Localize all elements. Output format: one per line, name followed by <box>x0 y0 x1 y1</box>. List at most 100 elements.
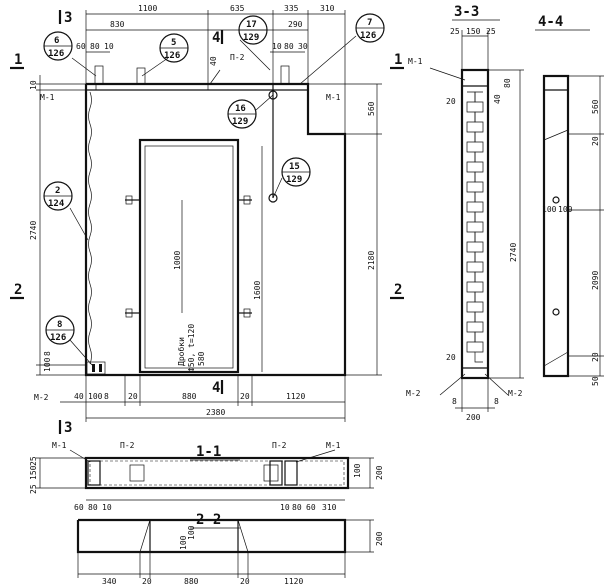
svg-text:60: 60 <box>74 503 84 512</box>
svg-text:20: 20 <box>128 392 138 401</box>
svg-text:200: 200 <box>375 531 384 546</box>
mark-m1-s11-right: М-1 <box>326 441 341 450</box>
svg-text:40: 40 <box>209 56 218 66</box>
svg-text:80: 80 <box>88 503 98 512</box>
svg-text:100: 100 <box>187 525 196 540</box>
svg-text:10: 10 <box>104 42 114 51</box>
svg-text:126: 126 <box>164 51 180 61</box>
svg-text:80: 80 <box>284 42 294 51</box>
title-4-4: 4-4 <box>538 14 563 30</box>
mark-m1-front-right: М-1 <box>326 93 341 102</box>
bubble-16 <box>227 99 257 129</box>
svg-text:10: 10 <box>102 503 112 512</box>
title-1-1: 1-1 <box>196 444 221 460</box>
svg-text:100: 100 <box>542 205 557 214</box>
svg-text:25: 25 <box>29 484 38 494</box>
svg-text:2740: 2740 <box>509 243 518 262</box>
svg-text:1120: 1120 <box>284 577 303 586</box>
cut-4-top: 4 <box>212 30 220 46</box>
mark-p2-s11-right: П-2 <box>272 441 287 450</box>
svg-text:8: 8 <box>452 397 457 406</box>
mark-m1-s11-left: М-1 <box>52 441 67 450</box>
svg-text:129: 129 <box>232 117 248 127</box>
svg-text:100: 100 <box>179 535 188 550</box>
total-width: 2380 <box>206 408 225 417</box>
svg-text:150: 150 <box>29 465 38 480</box>
title-3-3: 3-3 <box>454 4 479 20</box>
svg-text:126: 126 <box>360 31 376 41</box>
svg-text:20: 20 <box>240 392 250 401</box>
svg-text:10: 10 <box>29 80 38 90</box>
svg-text:200: 200 <box>466 413 481 422</box>
svg-text:2090: 2090 <box>591 271 600 290</box>
svg-text:40: 40 <box>493 94 502 104</box>
svg-text:126: 126 <box>50 333 66 343</box>
mark-m2-front: М-2 <box>34 393 49 402</box>
bubble-8 <box>45 315 75 345</box>
svg-text:100: 100 <box>558 205 573 214</box>
cut-3-top: 3 <box>64 10 72 26</box>
section-2-2 <box>76 518 374 578</box>
svg-text:20: 20 <box>446 353 456 362</box>
svg-text:129: 129 <box>243 33 259 43</box>
door-opening <box>138 138 240 374</box>
svg-text:150: 150 <box>466 27 481 36</box>
bubble-2 <box>43 181 73 211</box>
svg-text:1120: 1120 <box>286 392 305 401</box>
mark-m2-s33-right: М-2 <box>508 389 523 398</box>
cut-2-right: 2 <box>394 282 402 298</box>
svg-text:830: 830 <box>110 20 125 29</box>
svg-text:200: 200 <box>375 465 384 480</box>
svg-text:1600: 1600 <box>253 281 262 300</box>
svg-text:80: 80 <box>503 78 512 88</box>
svg-text:560: 560 <box>591 99 600 114</box>
svg-text:340: 340 <box>102 577 117 586</box>
cut-1-left: 1 <box>14 52 22 68</box>
svg-text:25: 25 <box>486 27 496 36</box>
svg-text:129: 129 <box>286 175 302 185</box>
svg-text:124: 124 <box>48 199 65 209</box>
svg-text:8: 8 <box>494 397 499 406</box>
bubble-15 <box>281 157 311 187</box>
mark-p2-front: П-2 <box>230 53 245 62</box>
svg-text:100: 100 <box>43 357 52 372</box>
svg-text:1000: 1000 <box>173 251 182 270</box>
cut-2-left: 2 <box>14 282 22 298</box>
svg-text:2: 2 <box>55 186 60 196</box>
rebar-zigzag <box>466 91 484 363</box>
svg-text:126: 126 <box>48 49 64 59</box>
cut-4-bottom: 4 <box>212 380 220 396</box>
svg-text:16: 16 <box>235 104 246 114</box>
svg-text:100: 100 <box>88 392 103 401</box>
wavy-edge <box>88 91 92 365</box>
section-1-1 <box>36 449 374 501</box>
svg-text:8: 8 <box>43 351 52 356</box>
bubble-5 <box>159 33 189 63</box>
svg-text:7: 7 <box>367 18 372 28</box>
svg-text:1100: 1100 <box>138 4 157 13</box>
svg-text:580: 580 <box>197 351 206 366</box>
svg-text:Ф50, t=120: Ф50, t=120 <box>187 324 196 372</box>
svg-text:20: 20 <box>142 577 152 586</box>
svg-text:310: 310 <box>320 4 335 13</box>
panel-outline <box>84 82 347 377</box>
svg-text:20: 20 <box>240 577 250 586</box>
svg-text:17: 17 <box>246 20 257 30</box>
svg-text:60: 60 <box>76 42 86 51</box>
mark-m1-front-left: М-1 <box>40 93 55 102</box>
svg-text:40: 40 <box>74 392 84 401</box>
bubble-7 <box>355 13 385 43</box>
svg-text:Дробки: Дробки <box>176 337 186 366</box>
svg-text:50: 50 <box>591 376 600 386</box>
mark-m2-s33-left: М-2 <box>406 389 421 398</box>
bubble-6 <box>43 31 73 61</box>
svg-text:8: 8 <box>57 320 62 330</box>
mark-p2-s11-left: П-2 <box>120 441 135 450</box>
svg-text:335: 335 <box>284 4 299 13</box>
svg-text:635: 635 <box>230 4 245 13</box>
svg-text:880: 880 <box>182 392 197 401</box>
svg-text:290: 290 <box>288 20 303 29</box>
svg-text:2740: 2740 <box>29 221 38 240</box>
svg-text:5: 5 <box>171 38 176 48</box>
